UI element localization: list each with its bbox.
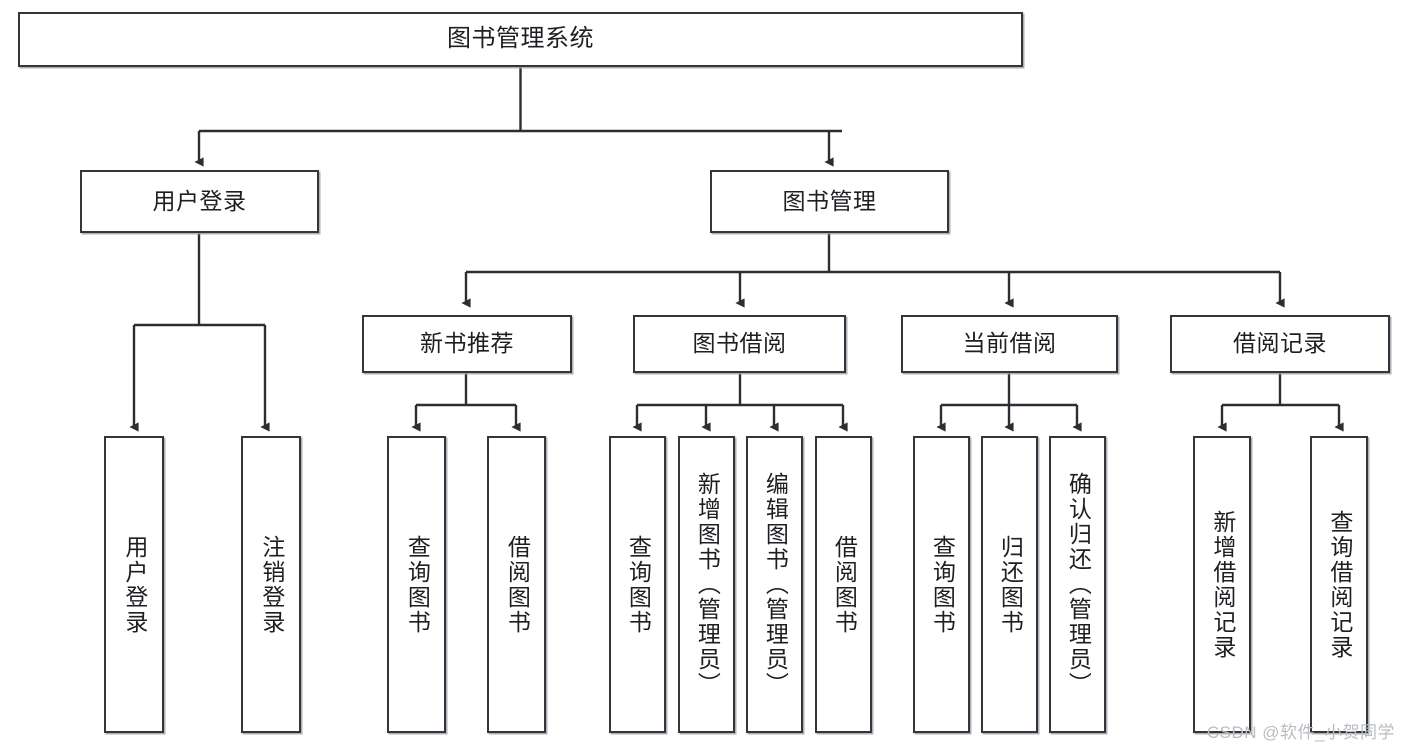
node-new-book-recommendation[interactable]: 新书推荐 [362,315,572,373]
leaf-record-add-borrow-record[interactable]: 新增借阅记录 [1193,436,1251,733]
leaf-new-book-query-books[interactable]: 查询图书 [387,436,446,733]
node-label: 确认归还（管理员） [1065,472,1092,697]
node-label: 用户登录 [152,187,247,214]
node-label: 借阅图书 [831,534,858,635]
node-label: 图书管理 [782,187,877,214]
watermark: CSDN @软件_小贺同学 [1206,723,1395,742]
node-root-book-management-system[interactable]: 图书管理系统 [18,12,1023,67]
node-book-management[interactable]: 图书管理 [710,170,949,233]
node-label: 新增图书（管理员） [694,472,721,697]
node-label: 查询借阅记录 [1326,509,1353,660]
node-user-login[interactable]: 用户登录 [80,170,319,233]
leaf-current-query-books[interactable]: 查询图书 [913,436,970,733]
node-label: 借阅记录 [1233,330,1327,357]
node-label: 图书借阅 [692,330,787,357]
node-current-borrowing[interactable]: 当前借阅 [901,315,1118,373]
node-label: 图书管理系统 [447,25,594,53]
leaf-logout[interactable]: 注销登录 [241,436,301,733]
leaf-borrow-borrow-books[interactable]: 借阅图书 [815,436,872,733]
leaf-current-return-books[interactable]: 归还图书 [981,436,1038,733]
leaf-new-book-borrow-books[interactable]: 借阅图书 [487,436,546,733]
leaf-record-query-borrow-record[interactable]: 查询借阅记录 [1310,436,1368,733]
node-label: 编辑图书（管理员） [762,472,789,697]
node-label: 查询图书 [404,534,431,635]
node-label: 归还图书 [997,534,1024,635]
node-label: 用户登录 [121,534,148,635]
leaf-borrow-query-books[interactable]: 查询图书 [609,436,666,733]
node-book-borrowing[interactable]: 图书借阅 [633,315,846,373]
node-label: 查询图书 [929,534,956,635]
leaf-user-login[interactable]: 用户登录 [104,436,164,733]
leaf-borrow-edit-book-admin[interactable]: 编辑图书（管理员） [746,436,803,733]
node-label: 查询图书 [625,534,652,635]
node-label: 新增借阅记录 [1209,509,1236,660]
leaf-current-confirm-return-admin[interactable]: 确认归还（管理员） [1049,436,1106,733]
node-label: 注销登录 [258,534,285,635]
node-label: 新书推荐 [420,330,514,357]
node-label: 借阅图书 [504,534,531,635]
leaf-borrow-add-book-admin[interactable]: 新增图书（管理员） [678,436,735,733]
node-label: 当前借阅 [962,330,1057,357]
node-borrowing-records[interactable]: 借阅记录 [1170,315,1390,373]
